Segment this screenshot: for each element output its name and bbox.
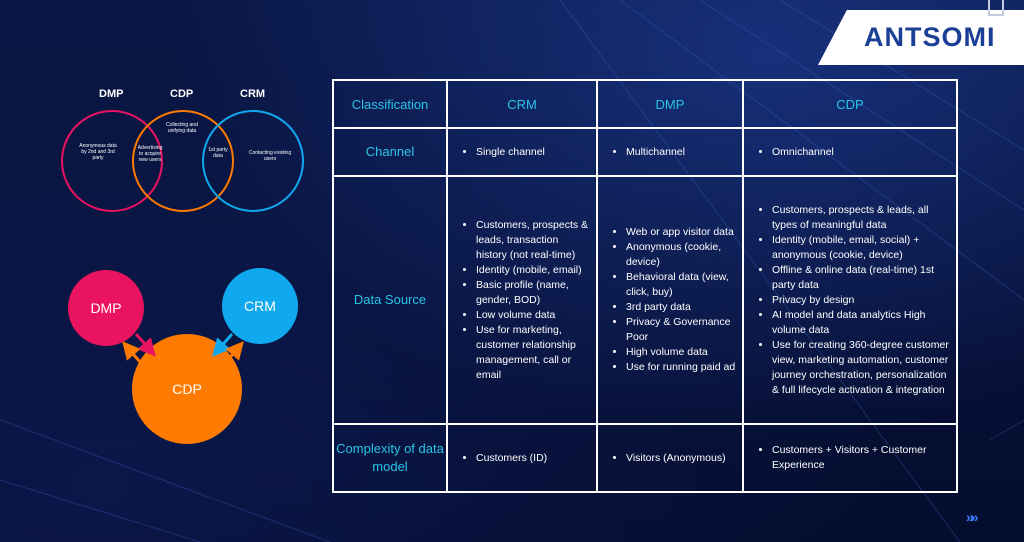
- list-item: Low volume data: [476, 308, 590, 323]
- list-item: 3rd party data: [626, 300, 736, 315]
- list-item: Multichannel: [626, 145, 736, 160]
- list-item: Web or app visitor data: [626, 225, 736, 240]
- table-row: Data Source Customers, prospects & leads…: [332, 175, 958, 425]
- table-row: Complexity of data model Customers (ID) …: [332, 423, 958, 493]
- header-classification: Classification: [332, 79, 448, 129]
- cell-complexity-cdp: Customers + Visitors + Customer Experien…: [742, 423, 958, 493]
- cell-datasource-dmp: Web or app visitor data Anonymous (cooki…: [596, 175, 744, 425]
- next-arrows-icon[interactable]: »»: [966, 509, 978, 525]
- cell-complexity-dmp: Visitors (Anonymous): [596, 423, 744, 493]
- logo-text: ANTSOMI: [864, 22, 996, 52]
- venn-circles: [61, 110, 304, 212]
- row-label-complexity: Complexity of data model: [332, 423, 448, 493]
- list-item: High volume data: [626, 345, 736, 360]
- cell-datasource-crm: Customers, prospects & leads, transactio…: [446, 175, 598, 425]
- venn-dmp-text: Anonymous data by 2nd and 3rd party: [79, 143, 117, 161]
- list-item: Use for marketing, customer relationship…: [476, 323, 590, 383]
- cell-datasource-cdp: Customers, prospects & leads, all types …: [742, 175, 958, 425]
- bookmark-icon[interactable]: [988, 0, 1004, 16]
- list-item: Behavioral data (view, click, buy): [626, 270, 736, 300]
- flow-dmp-label: DMP: [90, 300, 122, 316]
- header-crm: CRM: [446, 79, 598, 129]
- list-item: Anonymous (cookie, device): [626, 240, 736, 270]
- header-dmp: DMP: [596, 79, 744, 129]
- list-item: Privacy by design: [772, 293, 950, 308]
- cell-channel-crm: Single channel: [446, 127, 598, 177]
- venn-label-cdp: CDP: [170, 88, 194, 100]
- table-row: Channel Single channel Multichannel Omni…: [332, 127, 958, 177]
- list-item: Customers + Visitors + Customer Experien…: [772, 443, 950, 473]
- list-item: Use for running paid ad: [626, 360, 736, 375]
- list-item: Single channel: [476, 145, 590, 160]
- list-item: AI model and data analytics High volume …: [772, 308, 950, 338]
- list-item: Customers, prospects & leads, transactio…: [476, 218, 590, 263]
- row-label-data-source: Data Source: [332, 175, 448, 425]
- venn-label-crm: CRM: [240, 88, 266, 100]
- flow-dmp-circle: DMP: [68, 270, 144, 346]
- venn-cdp-text: Collecting and unifying data: [166, 122, 198, 134]
- cell-channel-dmp: Multichannel: [596, 127, 744, 177]
- flow-arrows: [122, 333, 244, 363]
- list-item: Customers, prospects & leads, all types …: [772, 203, 950, 233]
- list-item: Identity (mobile, email): [476, 263, 590, 278]
- cell-channel-cdp: Omnichannel: [742, 127, 958, 177]
- list-item: Visitors (Anonymous): [626, 451, 736, 466]
- list-item: Offline & online data (real-time) 1st pa…: [772, 263, 950, 293]
- flow-crm-label: CRM: [244, 298, 276, 314]
- header-cdp: CDP: [742, 79, 958, 129]
- flow-diagram: DMP CRM CDP: [60, 258, 310, 463]
- list-item: Omnichannel: [772, 145, 950, 160]
- venn-label-dmp: DMP: [99, 88, 124, 100]
- table-header-row: Classification CRM DMP CDP: [332, 79, 958, 129]
- venn-crm-text: Contacting existing users: [248, 150, 292, 162]
- flow-crm-circle: CRM: [222, 268, 298, 344]
- brand-logo: ANTSOMI: [818, 10, 1024, 65]
- comparison-table: Classification CRM DMP CDP Channel Singl…: [332, 79, 958, 493]
- flow-cdp-label: CDP: [172, 381, 202, 397]
- row-label-channel: Channel: [332, 127, 448, 177]
- list-item: Customers (ID): [476, 451, 590, 466]
- list-item: Privacy & Governance Poor: [626, 315, 736, 345]
- venn-diagram: DMP CDP CRM Anonymous data by 2nd and 3r…: [55, 80, 315, 215]
- list-item: Basic profile (name, gender, BOD): [476, 278, 590, 308]
- venn-dmp-cdp-overlap: Advertising to acquire new users: [137, 145, 163, 163]
- list-item: Identity (mobile, email, social) + anony…: [772, 233, 950, 263]
- list-item: Use for creating 360-degree customer vie…: [772, 338, 950, 398]
- cell-complexity-crm: Customers (ID): [446, 423, 598, 493]
- venn-cdp-crm-overlap: 1st party data: [208, 147, 228, 159]
